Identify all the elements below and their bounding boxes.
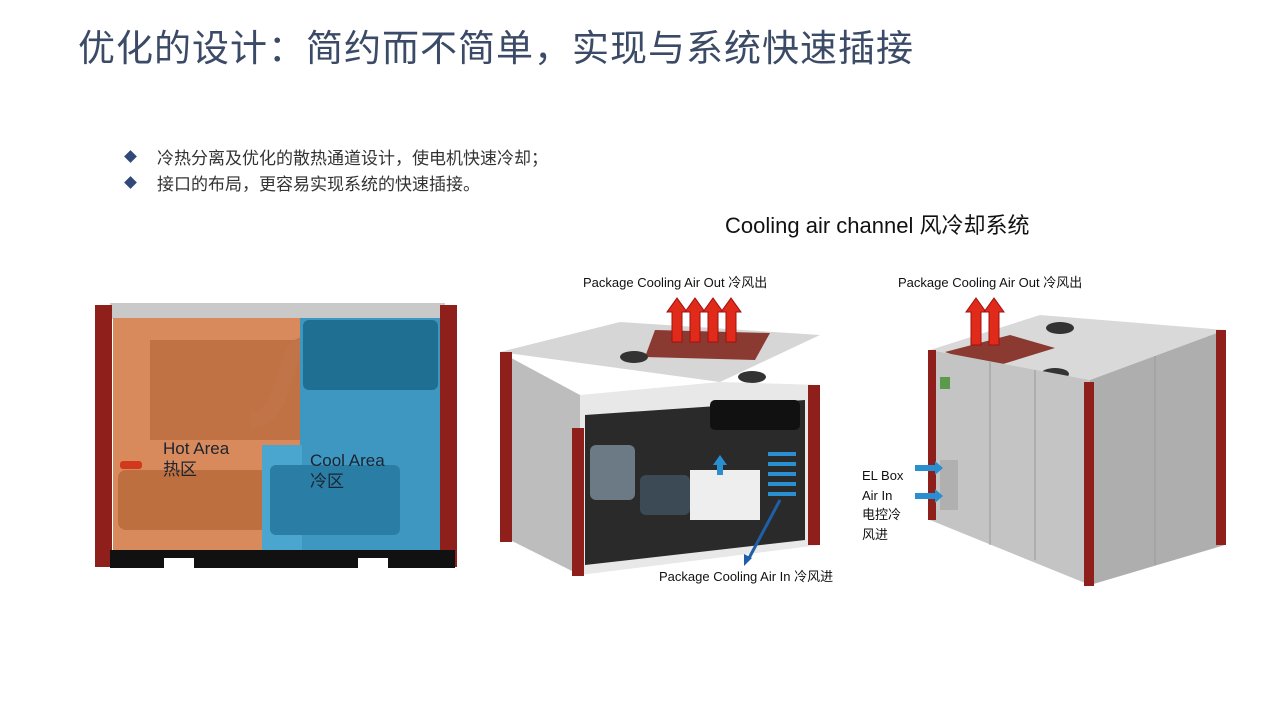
right-air-out-label: Package Cooling Air Out 冷风出 xyxy=(898,275,1083,290)
pointer-arrowhead-icon xyxy=(744,554,752,566)
bullet-item: 接口的布局，更容易实现系统的快速插接。 xyxy=(122,170,480,195)
el-box-line: EL Box xyxy=(862,468,904,483)
fan-opening xyxy=(738,371,766,383)
middle-air-in-label: Package Cooling Air In 冷风进 xyxy=(659,569,834,584)
frame-post xyxy=(1084,382,1094,586)
hot-area-cn: 热区 xyxy=(163,460,197,479)
el-box-air-in-arrows-icon xyxy=(915,461,943,503)
panel xyxy=(690,470,760,520)
bullet-item: 冷热分离及优化的散热通道设计，使电机快速冷却； xyxy=(122,144,548,169)
air-in-pointer xyxy=(746,499,782,561)
fan-opening xyxy=(620,351,648,363)
bullet-text: 接口的布局，更容易实现系统的快速插接。 xyxy=(157,175,480,194)
frame-post-left xyxy=(95,305,112,567)
motor xyxy=(303,320,438,390)
base xyxy=(110,550,455,568)
air-in-arrows-icon xyxy=(713,452,796,496)
forklift-slot xyxy=(358,558,388,569)
pipe xyxy=(248,337,307,428)
el-box-label: EL Box Air In 电控冷 风进 xyxy=(862,466,903,544)
motor xyxy=(640,475,690,515)
el-box-line: 风进 xyxy=(862,526,889,542)
drive-motor xyxy=(270,465,400,535)
hot-area-label: Hot Area 热区 xyxy=(163,438,229,480)
middle-side-panel xyxy=(500,352,580,575)
right-side-panel xyxy=(930,350,1090,585)
hot-area-en: Hot Area xyxy=(163,439,230,458)
red-part xyxy=(120,461,142,469)
cool-area-en: Cool Area xyxy=(310,451,385,470)
cool-area-label: Cool Area 冷区 xyxy=(310,450,385,492)
right-front-panel xyxy=(1090,330,1225,585)
airend xyxy=(590,445,635,500)
frame-post xyxy=(572,428,584,576)
frame-post xyxy=(928,350,936,520)
frame-post-right xyxy=(440,305,457,567)
air-out-arrows-icon xyxy=(666,297,742,343)
airend xyxy=(118,470,273,530)
el-box-line: 电控冷 xyxy=(862,507,902,522)
top-panel xyxy=(110,303,445,319)
fan-opening xyxy=(1046,322,1074,334)
forklift-slot xyxy=(164,558,194,569)
bullet-text: 冷热分离及优化的散热通道设计，使电机快速冷却； xyxy=(157,149,548,168)
control-display xyxy=(940,377,950,389)
el-box-vent xyxy=(940,460,958,510)
frame-post xyxy=(808,385,820,545)
air-out-arrows-icon xyxy=(965,297,1005,346)
cool-area-cn: 冷区 xyxy=(310,472,344,491)
frame-post xyxy=(1216,330,1226,545)
page-title: 优化的设计：简约而不简单，实现与系统快速插接 xyxy=(78,28,914,69)
cooler xyxy=(710,400,800,430)
frame-post xyxy=(500,352,512,542)
el-box-line: Air In xyxy=(862,487,893,503)
middle-air-out-label: Package Cooling Air Out 冷风出 xyxy=(583,275,768,290)
section-subtitle: Cooling air channel 风冷却系统 xyxy=(725,213,1030,238)
